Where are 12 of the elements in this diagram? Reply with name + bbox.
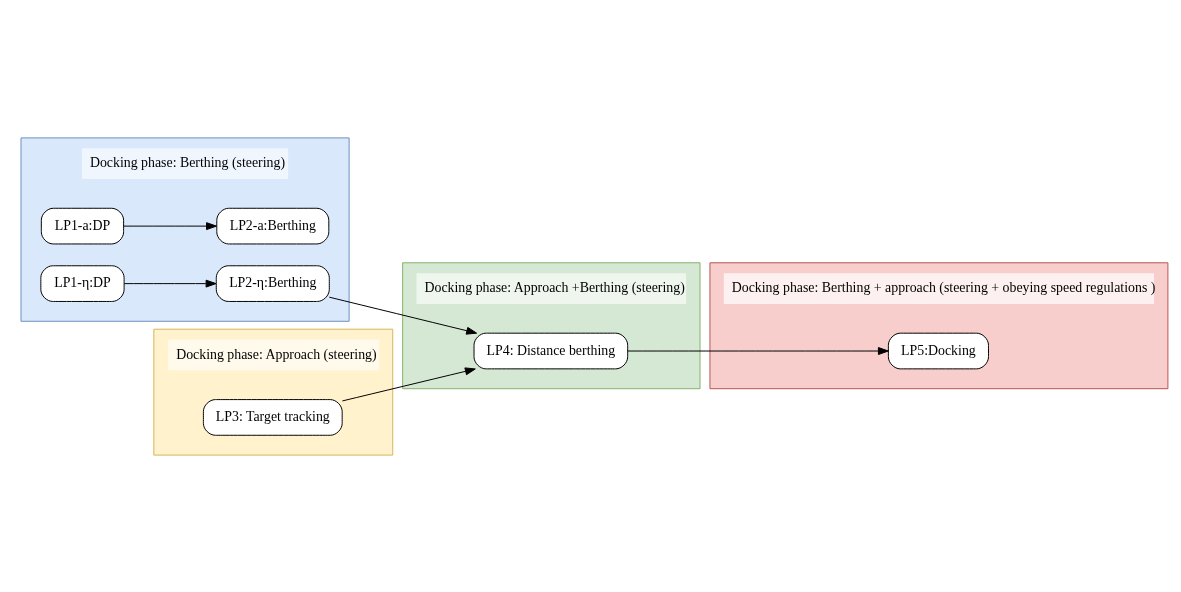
node-box: LP2-η:Berthing — [215, 264, 330, 302]
node-box: LP2-a:Berthing — [216, 207, 330, 244]
node-box: LP3: Target tracking — [202, 398, 343, 436]
arrow — [328, 296, 478, 335]
node-box: LP4: Distance berthing — [473, 332, 629, 369]
arrow — [341, 366, 476, 401]
node-box: LP1-η:DP — [40, 264, 125, 302]
arrow — [123, 221, 217, 230]
node-box: LP1-a:DP — [40, 207, 125, 244]
arrow — [123, 279, 217, 288]
node-box: LP5:Docking — [887, 332, 989, 369]
arrow — [627, 346, 889, 355]
